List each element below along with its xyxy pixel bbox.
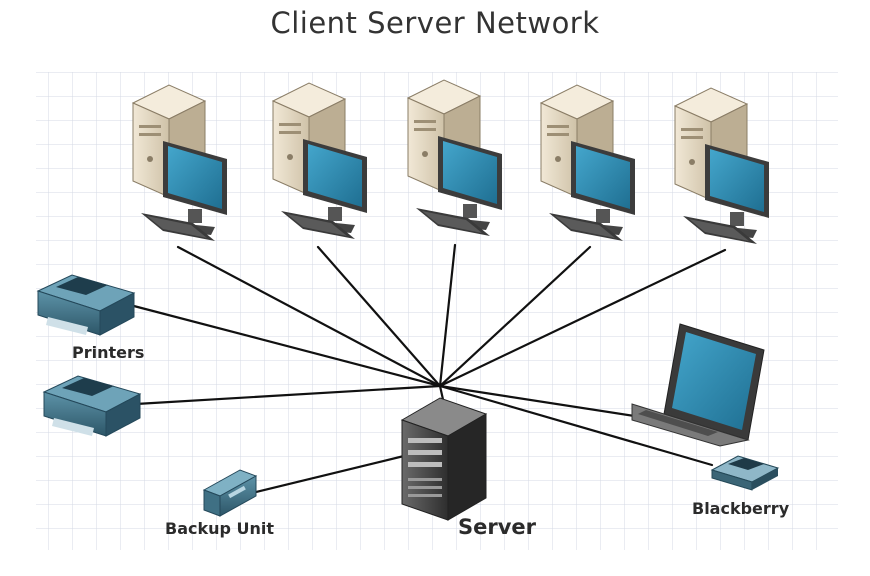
cable-blackberry bbox=[438, 384, 714, 467]
cable-workstation-4 bbox=[438, 245, 592, 388]
cable-laptop bbox=[438, 384, 662, 422]
printers-label: Printers bbox=[72, 343, 144, 362]
cable-workstation-2 bbox=[316, 245, 442, 388]
cable-workstation-5 bbox=[438, 248, 727, 388]
backup-unit-label: Backup Unit bbox=[165, 519, 274, 538]
cable-workstation-1 bbox=[176, 245, 442, 388]
network-cables bbox=[128, 243, 727, 495]
cable-printer-1 bbox=[128, 303, 442, 388]
cable-printer-2 bbox=[134, 384, 442, 406]
cable-backup-unit bbox=[250, 453, 410, 495]
blackberry-label: Blackberry bbox=[692, 499, 790, 518]
backup-unit-icon bbox=[202, 469, 258, 517]
server-icon bbox=[400, 397, 488, 521]
laptop-icon bbox=[631, 323, 765, 447]
diagram-title: Client Server Network bbox=[270, 6, 600, 40]
cable-workstation-3 bbox=[438, 243, 457, 388]
blackberry-icon bbox=[710, 455, 780, 491]
server-label: Server bbox=[458, 515, 537, 539]
